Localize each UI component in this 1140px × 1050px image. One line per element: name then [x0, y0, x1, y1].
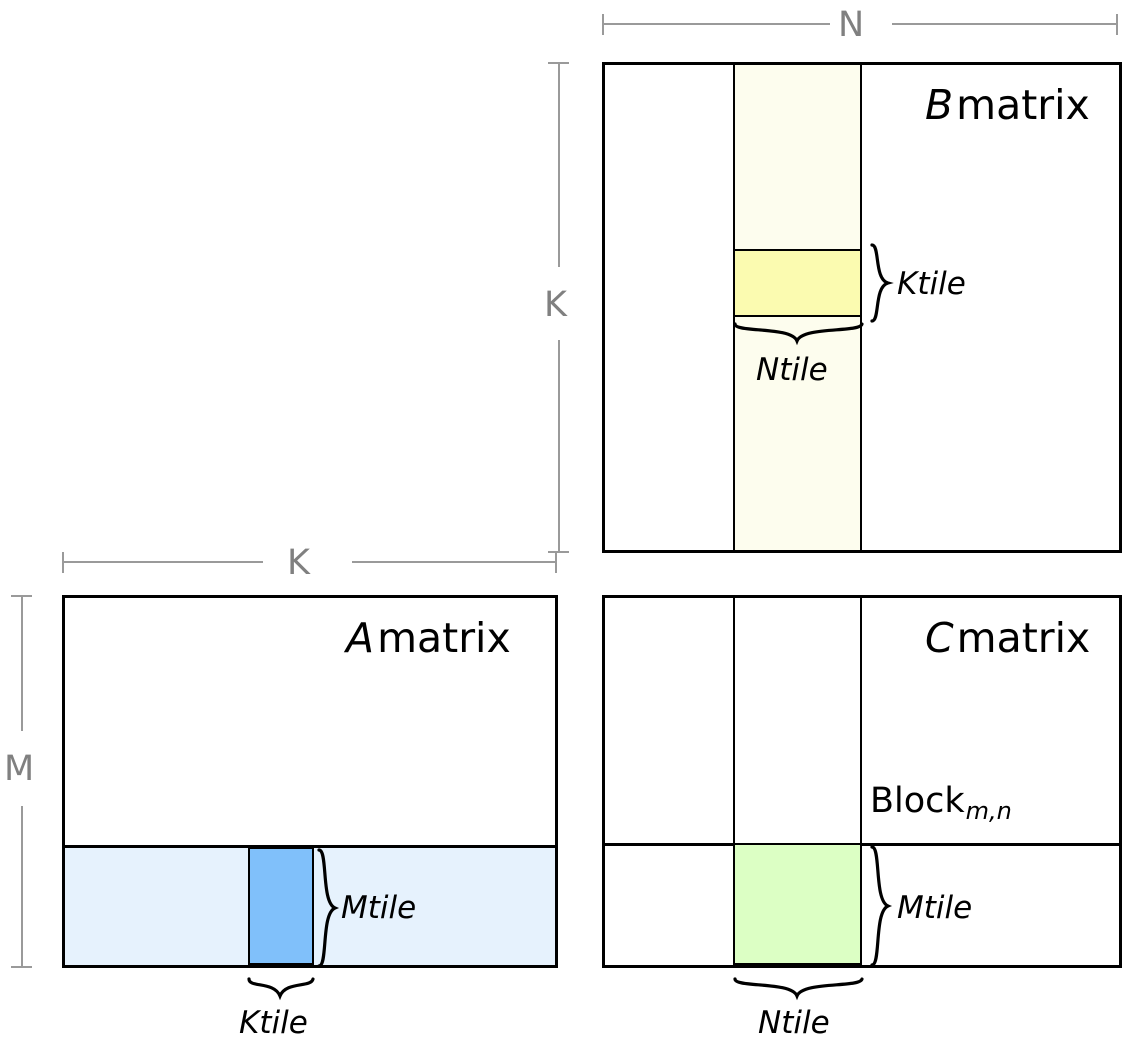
matrix-b-ktile-label: Ktile: [897, 266, 966, 302]
matrix-c-letter: C: [925, 614, 954, 662]
matrix-b-word: matrix: [956, 81, 1090, 129]
matrix-a-label: Amatrix: [346, 614, 511, 662]
matrix-a-mtile-brace: [315, 848, 341, 968]
matrix-c-word: matrix: [956, 614, 1091, 662]
matrix-c-mtile-ntile-tile: [733, 843, 862, 965]
dimension-n-rule-left: [602, 23, 830, 25]
matrix-a-row-divider: [65, 845, 555, 848]
dimension-m-tick-bottom: [11, 966, 32, 968]
matrix-b-ntile-label: Ntile: [756, 352, 828, 388]
matrix-c-row-divider: [605, 843, 1119, 846]
dimension-m-rule-bottom: [21, 806, 23, 967]
dimension-k-horizontal-rule-left: [62, 561, 263, 563]
matrix-c-ntile-brace: [733, 975, 864, 1003]
matrix-a-word: matrix: [377, 614, 511, 662]
matrix-a-ktile-brace: [247, 975, 315, 1003]
matrix-b-ntile-brace: [733, 320, 864, 348]
matrix-a-mtile-label: Mtile: [341, 890, 417, 926]
matrix-b-ktile-brace: [868, 243, 894, 323]
matrix-c-block-text: Block: [870, 781, 965, 821]
matrix-c: Cmatrix Blockm,n: [602, 595, 1122, 968]
matrix-c-block-subscript: m,n: [965, 797, 1012, 825]
matrix-c-ntile-label: Ntile: [758, 1005, 830, 1041]
matrix-c-label: Cmatrix: [925, 614, 1090, 662]
matrix-c-column-divider-right: [860, 598, 862, 965]
matrix-b-letter: B: [925, 81, 954, 129]
dimension-k-horizontal-rule-right: [352, 561, 556, 563]
dimension-m-rule-top: [21, 595, 23, 731]
matrix-a: Amatrix: [62, 595, 558, 968]
matrix-b-ktile-ntile-tile: [733, 249, 862, 317]
dimension-m-label: M: [4, 749, 35, 789]
matrix-b-label: Bmatrix: [925, 81, 1090, 129]
dimension-k-vertical-rule-bottom: [558, 340, 560, 553]
dimension-k-vertical-rule-top: [558, 62, 560, 267]
matrix-a-mtile-ktile-tile: [248, 847, 314, 965]
matrix-c-mtile-label: Mtile: [897, 890, 973, 926]
dimension-k-horizontal-tick-right: [555, 552, 557, 573]
dimension-k-vertical-tick-bottom: [548, 551, 569, 553]
dimension-k-vertical-label: K: [544, 285, 567, 325]
dimension-n-tick-right: [1116, 14, 1118, 35]
matrix-c-column-divider-left: [733, 598, 735, 965]
matrix-a-ktile-label: Ktile: [239, 1005, 308, 1041]
matrix-a-letter: A: [346, 614, 375, 662]
dimension-n-rule-right: [892, 23, 1117, 25]
dimension-n-label: N: [838, 5, 865, 45]
matrix-b: Bmatrix: [602, 62, 1122, 553]
matrix-c-block-label: Blockm,n: [870, 781, 1012, 825]
matrix-c-mtile-brace: [868, 845, 894, 967]
dimension-k-horizontal-label: K: [287, 543, 310, 583]
